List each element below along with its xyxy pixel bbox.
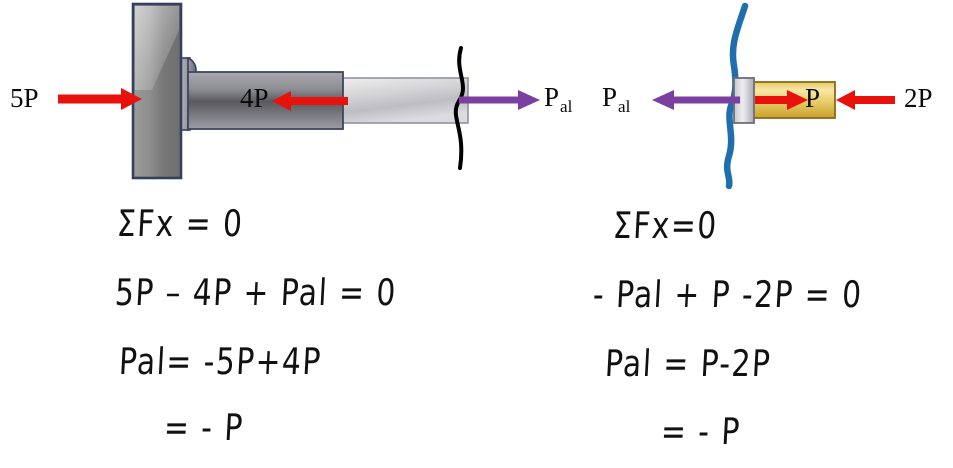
left-equation-line-3: Pal= -5P+4P — [117, 340, 323, 384]
label-internal-member-4p: 4P — [240, 83, 269, 113]
label-applied-load-2p: 2P — [904, 83, 933, 113]
right-diagram-group — [652, 2, 895, 190]
wall-support-plate — [131, 2, 183, 180]
left-equation-line-1: ΣFx = 0 — [115, 202, 245, 246]
pal-left-base: P — [544, 82, 560, 112]
left-equation-line-4: = - P — [162, 406, 245, 450]
internal-force-arrow-left — [459, 90, 540, 110]
pal-left-subscript: al — [560, 97, 573, 116]
pal-right-subscript: al — [618, 97, 631, 116]
rod-segment-thin — [337, 77, 469, 124]
label-applied-load-5p: 5P — [10, 83, 39, 113]
load-arrow-2p — [836, 90, 895, 110]
load-arrow-4p — [272, 91, 348, 111]
right-equation-line-4: = - P — [659, 410, 742, 454]
right-equation-line-1: ΣFx=0 — [611, 204, 719, 248]
right-equation-line-2: - Pal + P -2P = 0 — [591, 273, 864, 317]
right-equation-line-3: Pal = P-2P — [603, 342, 773, 386]
member-force-arrow-p — [755, 90, 808, 110]
section-cut-line-right — [723, 2, 749, 190]
left-diagram-group — [58, 2, 540, 180]
internal-force-arrow-right — [652, 90, 740, 110]
pal-right-base: P — [602, 82, 618, 112]
label-member-load-p: P — [805, 83, 821, 113]
load-arrow-5p — [58, 88, 142, 110]
label-internal-force-pal-left: Pal — [544, 82, 572, 116]
left-equation-line-2: 5P – 4P + Pal = 0 — [113, 271, 398, 315]
label-internal-force-pal-right: Pal — [602, 82, 630, 116]
